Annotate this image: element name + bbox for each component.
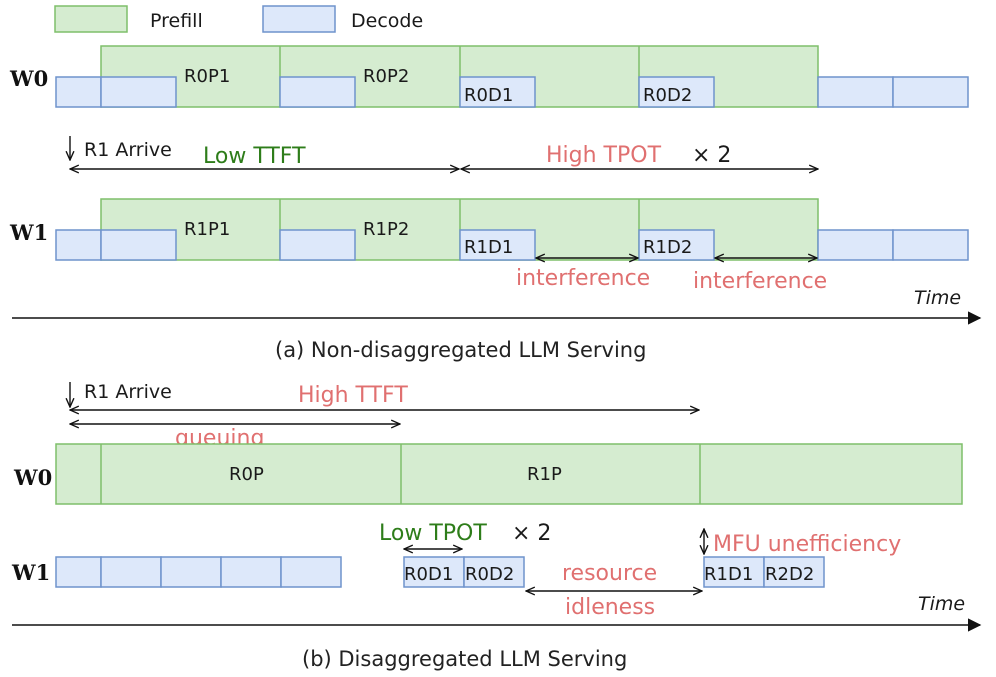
decode-block bbox=[220, 556, 282, 588]
segment-label: R1P2 bbox=[363, 219, 409, 240]
segment-label: R0D2 bbox=[465, 564, 514, 585]
times-two-label: × 2 bbox=[512, 521, 551, 546]
decode-block bbox=[459, 229, 536, 261]
segment-label: R0P1 bbox=[184, 66, 230, 87]
decode-block bbox=[55, 229, 102, 261]
segment-label: R0D1 bbox=[404, 564, 453, 585]
interference-label: interference bbox=[693, 269, 827, 294]
panel-a: W0 R0P1 R0P2 R0D1 R0D2 R1 Arrive Low TTF… bbox=[9, 45, 982, 362]
decode-block bbox=[763, 556, 825, 588]
high-ttft-label: High TTFT bbox=[298, 383, 408, 408]
panel-b-w0-row: W0 R0P R1P bbox=[13, 443, 963, 505]
decode-block bbox=[403, 556, 465, 588]
decode-block bbox=[817, 76, 894, 108]
decode-block bbox=[55, 556, 102, 588]
panel-b-w1-row: W1 R0D1 R0D2 R1D1 R2D2 bbox=[11, 556, 825, 588]
segment-label: R1D1 bbox=[464, 237, 513, 258]
decode-block bbox=[892, 229, 969, 261]
panel-a-w1-label: W1 bbox=[9, 220, 48, 245]
decode-block bbox=[638, 76, 715, 108]
decode-block bbox=[638, 229, 715, 261]
decode-block bbox=[459, 76, 536, 108]
decode-block bbox=[279, 229, 356, 261]
time-label: Time bbox=[918, 593, 965, 615]
panel-b: R1 Arrive High TTFT queuing W0 R0P R1P L… bbox=[11, 381, 982, 671]
low-ttft-label: Low TTFT bbox=[203, 144, 306, 169]
interference-label: interference bbox=[516, 266, 650, 291]
resource-label: resource bbox=[562, 561, 657, 586]
arrive-label: R1 Arrive bbox=[84, 381, 172, 403]
legend-prefill-swatch bbox=[54, 5, 128, 33]
times-two-label: × 2 bbox=[692, 143, 731, 168]
panel-a-w0-label: W0 bbox=[9, 66, 48, 91]
decode-block bbox=[160, 556, 222, 588]
idleness-label: idleness bbox=[565, 595, 655, 620]
decode-block bbox=[55, 76, 102, 108]
decode-block bbox=[463, 556, 525, 588]
legend-decode-label: Decode bbox=[351, 10, 423, 32]
segment-label: R1P1 bbox=[184, 219, 230, 240]
decode-block bbox=[280, 556, 342, 588]
legend: Prefill Decode bbox=[54, 5, 423, 33]
high-tpot-label: High TPOT bbox=[546, 143, 662, 168]
decode-block bbox=[817, 229, 894, 261]
panel-a-w1-row: W1 R1P1 R1P2 R1D1 R1D2 bbox=[9, 198, 969, 261]
segment-label: R0P2 bbox=[363, 66, 409, 87]
decode-block bbox=[100, 229, 177, 261]
decode-block bbox=[892, 76, 969, 108]
mfu-label: MFU unefficiency bbox=[713, 532, 901, 557]
panel-a-w0-row: W0 R0P1 R0P2 R0D1 R0D2 bbox=[9, 45, 969, 108]
segment-label: R0D1 bbox=[464, 85, 513, 106]
low-tpot-label: Low TPOT bbox=[379, 521, 487, 546]
segment-label: R1D2 bbox=[643, 237, 692, 258]
segment-label: R2D2 bbox=[765, 564, 814, 585]
decode-block bbox=[100, 556, 162, 588]
segment-label: R0D2 bbox=[643, 85, 692, 106]
arrive-label: R1 Arrive bbox=[84, 139, 172, 161]
panel-b-w0-label: W0 bbox=[13, 465, 52, 490]
panel-a-caption: (a) Non-disaggregated LLM Serving bbox=[275, 338, 646, 362]
panel-b-w1-label: W1 bbox=[11, 560, 50, 585]
legend-decode-swatch bbox=[262, 5, 336, 33]
segment-label: R1D1 bbox=[704, 564, 753, 585]
panel-b-caption: (b) Disaggregated LLM Serving bbox=[302, 647, 627, 671]
decode-block bbox=[279, 76, 356, 108]
legend-prefill-label: Prefill bbox=[150, 10, 203, 32]
time-label: Time bbox=[914, 287, 961, 309]
segment-label: R1P bbox=[527, 464, 562, 485]
decode-block bbox=[100, 76, 177, 108]
segment-label: R0P bbox=[229, 464, 264, 485]
prefill-block bbox=[55, 443, 963, 505]
